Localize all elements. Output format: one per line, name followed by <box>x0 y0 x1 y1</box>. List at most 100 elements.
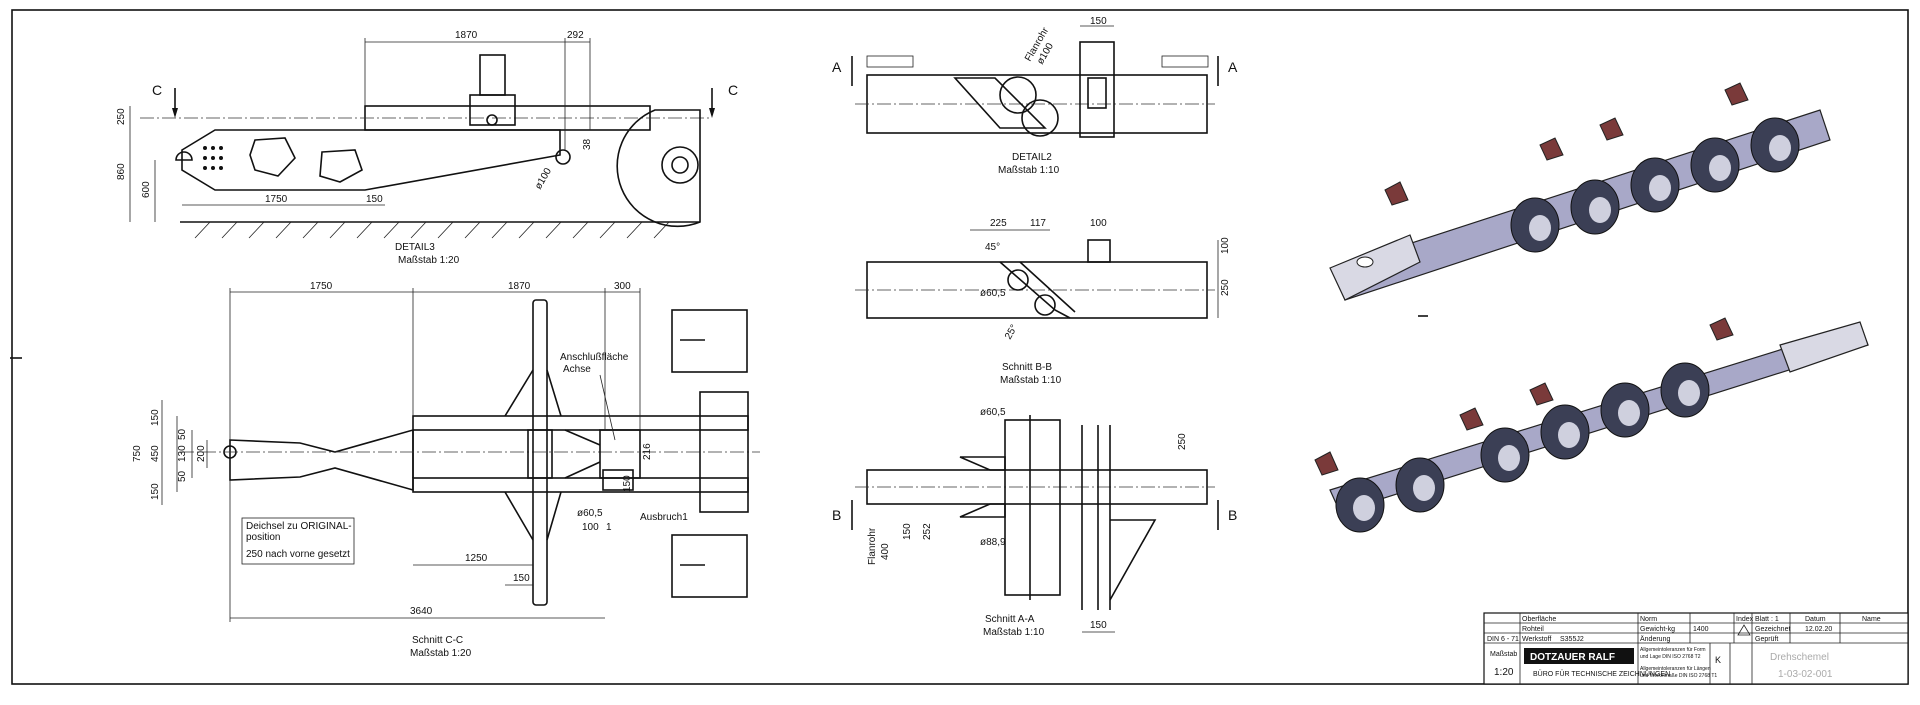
note-box-line2: position <box>246 532 280 543</box>
note-box: Deichsel zu ORIGINAL- position 250 nach … <box>241 517 355 565</box>
title-block: Oberfläche Norm Index Blatt : 1 Datum Na… <box>1483 612 1909 685</box>
dim-cc-150c: 150 <box>622 475 633 492</box>
dim-aa-250: 250 <box>1177 433 1188 450</box>
dim-bb-250: 250 <box>1220 279 1231 296</box>
schnitt-aa-scale: Maßstab 1:10 <box>983 627 1045 638</box>
tb-gewicht-value: 1400 <box>1693 626 1709 633</box>
dim-292: 292 <box>567 30 584 41</box>
dim-aa-150b: 150 <box>1090 620 1107 631</box>
section-c-left: C <box>152 82 162 98</box>
dim-aa-flanrohr: Flanrohr <box>867 527 878 565</box>
tb-gewicht: Gewicht-kg <box>1640 626 1675 633</box>
tb-gezeichnet-date: 12.02.20 <box>1805 626 1832 633</box>
schnitt-cc-scale: Maßstab 1:20 <box>410 648 472 659</box>
dim-aa-400: 400 <box>880 543 891 560</box>
dim-cc-150d: 150 <box>513 573 530 584</box>
section-c-right: C <box>728 82 738 98</box>
section-b-right: B <box>1228 507 1237 523</box>
dim-bb-100a: 100 <box>1090 218 1107 229</box>
note-box-line1: Deichsel zu ORIGINAL- <box>246 521 352 532</box>
dim-860: 860 <box>116 163 127 180</box>
dim-bb-45: 45° <box>985 242 1000 253</box>
dim-aa-d605: ø60,5 <box>980 407 1006 418</box>
tb-blatt: Blatt : 1 <box>1755 616 1779 623</box>
note-anschluss-1: Anschlußfläche <box>560 352 629 363</box>
tb-oberflaeche: Oberfläche <box>1522 616 1556 623</box>
section-a-right: A <box>1228 59 1238 75</box>
detail2-view: 150 Flanrohr ø100 A A DETAIL2 Maßstab 1:… <box>832 16 1238 176</box>
dim-bb-225: 225 <box>990 218 1007 229</box>
dim-1750: 1750 <box>265 194 288 205</box>
dim-cc-1: 1 <box>606 522 612 533</box>
tb-rohteil: Rohteil <box>1522 626 1544 633</box>
note-box-line3: 250 nach vorne gesetzt <box>246 549 350 560</box>
detail2-title: DETAIL2 <box>1012 152 1052 163</box>
tb-din: DIN 6 - 71 <box>1487 636 1519 643</box>
dim-bb-100b: 100 <box>1220 237 1231 254</box>
dim-cc-450: 450 <box>150 445 161 462</box>
tb-k-label: K <box>1715 655 1721 665</box>
dim-d2-150: 150 <box>1090 16 1107 27</box>
tb-werkstoff: Werkstoff <box>1522 636 1551 643</box>
schnitt-aa-title: Schnitt A-A <box>985 614 1035 625</box>
tb-norm-line1: Allgemeintoleranzen für Form <box>1640 647 1706 653</box>
dim-cc-1870: 1870 <box>508 281 531 292</box>
schnitt-bb-title: Schnitt B-B <box>1002 362 1052 373</box>
dim-bb-d605: ø60,5 <box>980 288 1006 299</box>
dim-cc-50b: 50 <box>177 470 188 482</box>
dim-cc-1750: 1750 <box>310 281 333 292</box>
dim-cc-100: 100 <box>582 522 599 533</box>
tb-geprueft: Geprüft <box>1755 636 1778 643</box>
tb-werkstoff-value: S355J2 <box>1560 636 1584 643</box>
detail3-title: DETAIL3 <box>395 242 435 253</box>
dim-d100: ø100 <box>533 166 554 192</box>
dim-600: 600 <box>141 181 152 198</box>
tb-drawing-number: 1-03-02-001 <box>1778 669 1833 680</box>
dim-cc-300: 300 <box>614 281 631 292</box>
tb-name: Name <box>1862 616 1881 623</box>
dim-cc-150a: 150 <box>150 409 161 426</box>
dim-aa-d889: ø88,9 <box>980 537 1006 548</box>
tb-gezeichnet: Gezeichnet <box>1755 626 1790 633</box>
dim-cc-3640: 3640 <box>410 606 433 617</box>
tb-company: DOTZAUER RALF <box>1530 652 1615 663</box>
tb-company-sub: BÜRO FÜR TECHNISCHE ZEICHNUNGEN <box>1533 670 1670 678</box>
detail3-view: 1870 292 250 860 600 1750 150 ø100 38 C … <box>116 30 738 266</box>
note-ausbruch: Ausbruch1 <box>640 512 688 523</box>
note-anschluss-2: Achse <box>563 364 591 375</box>
dim-cc-200: 200 <box>196 445 207 462</box>
dim-150: 150 <box>366 194 383 205</box>
dim-cc-1250: 1250 <box>465 553 488 564</box>
section-a-left: A <box>832 59 842 75</box>
dim-cc-750: 750 <box>132 445 143 462</box>
dim-cc-216: 216 <box>642 443 653 460</box>
dim-bb-25: 25° <box>1003 323 1020 342</box>
dim-cc-50a: 50 <box>177 428 188 440</box>
dim-38: 38 <box>582 138 593 150</box>
schnitt-aa-view: ø60,5 250 150 252 ø88,9 Flanrohr 400 150… <box>832 407 1237 638</box>
tb-scale-value: 1:20 <box>1494 667 1514 678</box>
dim-250: 250 <box>116 108 127 125</box>
tb-aenderung: Änderung <box>1640 635 1670 643</box>
tb-norm-line3: Allgemeintoleranzen für Längen <box>1640 666 1711 672</box>
tb-norm-line2: und Lage DIN ISO 2768 T2 <box>1640 654 1701 660</box>
schnitt-cc-title: Schnitt C-C <box>412 635 463 646</box>
dim-aa-252: 252 <box>922 523 933 540</box>
tb-datum: Datum <box>1805 616 1826 623</box>
render-iso-lower <box>1314 317 1869 533</box>
dim-cc-d605: ø60,5 <box>577 508 603 519</box>
schnitt-bb-view: 225 117 100 100 250 45° ø60,5 25° Schnit… <box>855 218 1231 386</box>
dim-aa-150: 150 <box>902 523 913 540</box>
tb-scale-label: Maßstab <box>1490 651 1517 658</box>
render-iso-upper <box>1329 82 1831 301</box>
dim-cc-150b: 150 <box>150 483 161 500</box>
dim-cc-130: 130 <box>177 445 188 462</box>
dim-1870: 1870 <box>455 30 478 41</box>
dim-bb-117: 117 <box>1030 218 1046 229</box>
schnitt-bb-scale: Maßstab 1:10 <box>1000 375 1062 386</box>
detail3-scale: Maßstab 1:20 <box>398 255 460 266</box>
section-b-left: B <box>832 507 841 523</box>
tb-norm-line4: und Winkelmaße DIN ISO 2768 T1 <box>1640 673 1717 679</box>
